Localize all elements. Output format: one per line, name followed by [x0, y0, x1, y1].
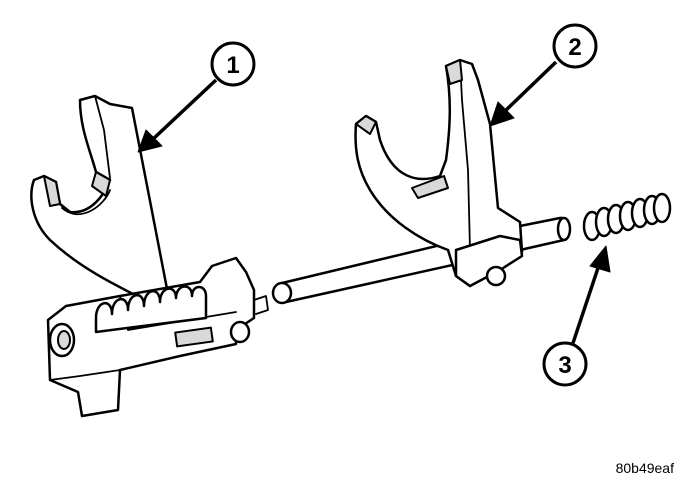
shift-fork-2-illustration — [271, 58, 572, 305]
fork-2-set-pin — [485, 265, 507, 287]
bracket-pin — [229, 320, 251, 344]
callout-3: 3 — [542, 245, 611, 387]
bracket-coil-spring — [94, 285, 208, 334]
shift-fork-1-illustration — [30, 94, 269, 418]
callout-3-label: 3 — [558, 352, 571, 379]
callout-1: 1 — [137, 41, 256, 153]
coil-spring-3-illustration — [582, 192, 672, 242]
callout-1-circle — [210, 41, 256, 87]
callout-2-label: 2 — [568, 34, 581, 61]
callout-2: 2 — [489, 23, 598, 127]
figure-reference-code: 80b49eaf — [615, 460, 674, 476]
callout-2-circle — [552, 23, 598, 69]
callout-1-label: 1 — [226, 52, 239, 79]
callout-3-circle — [542, 341, 588, 387]
bracket-slot — [174, 326, 214, 348]
